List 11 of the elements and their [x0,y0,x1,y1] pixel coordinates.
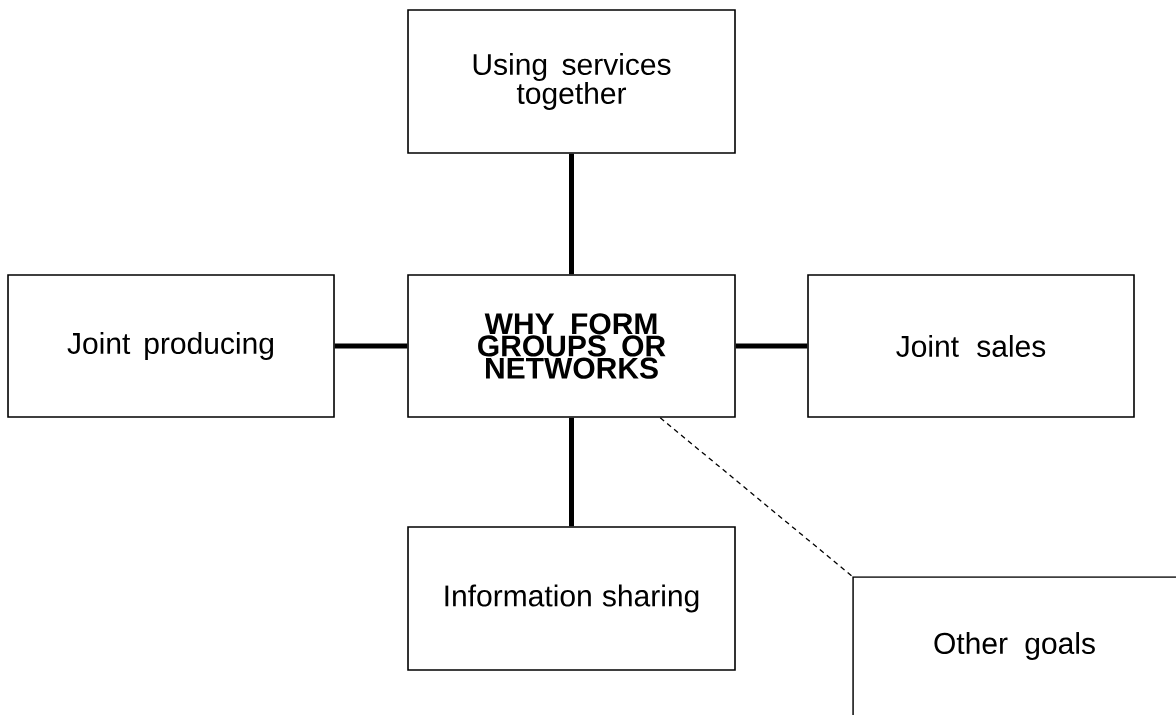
connector-line [334,343,408,349]
open-box: Other goals [852,576,1176,715]
connector-line [569,417,574,527]
process-box: WHY FORM GROUPS OR NETWORKS [407,274,736,418]
connector-line [659,417,854,578]
process-box: Joint producing [7,274,335,418]
process-box: Joint sales [807,274,1135,418]
connector-line [735,343,808,349]
process-box: Using services together [407,9,736,154]
connector-line [569,153,574,275]
process-box: Information sharing [407,526,736,671]
